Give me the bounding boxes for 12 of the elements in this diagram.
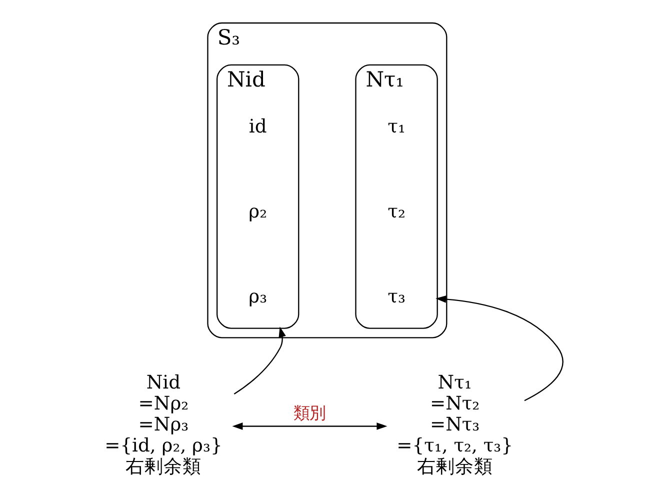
arrow [234,326,286,394]
node-text: ρ₃ [248,286,268,307]
node-text: id [248,116,267,137]
node-text: Nid =Nρ₂ =Nρ₃ ={id, ρ₂, ρ₃} 右剰余類 [104,372,222,478]
arrow [232,422,388,430]
node-text: τ₂ [388,200,406,222]
edge-label: 類別 [294,402,326,422]
node-text: τ₃ [388,286,406,307]
node-text: Nτ₁ =Nτ₂ =Nτ₃ ={τ₁, τ₂, τ₃} 右剰余類 [396,372,513,478]
arrow [436,295,564,401]
node-text: τ₁ [388,116,406,137]
node-text: ρ₂ [248,200,268,222]
